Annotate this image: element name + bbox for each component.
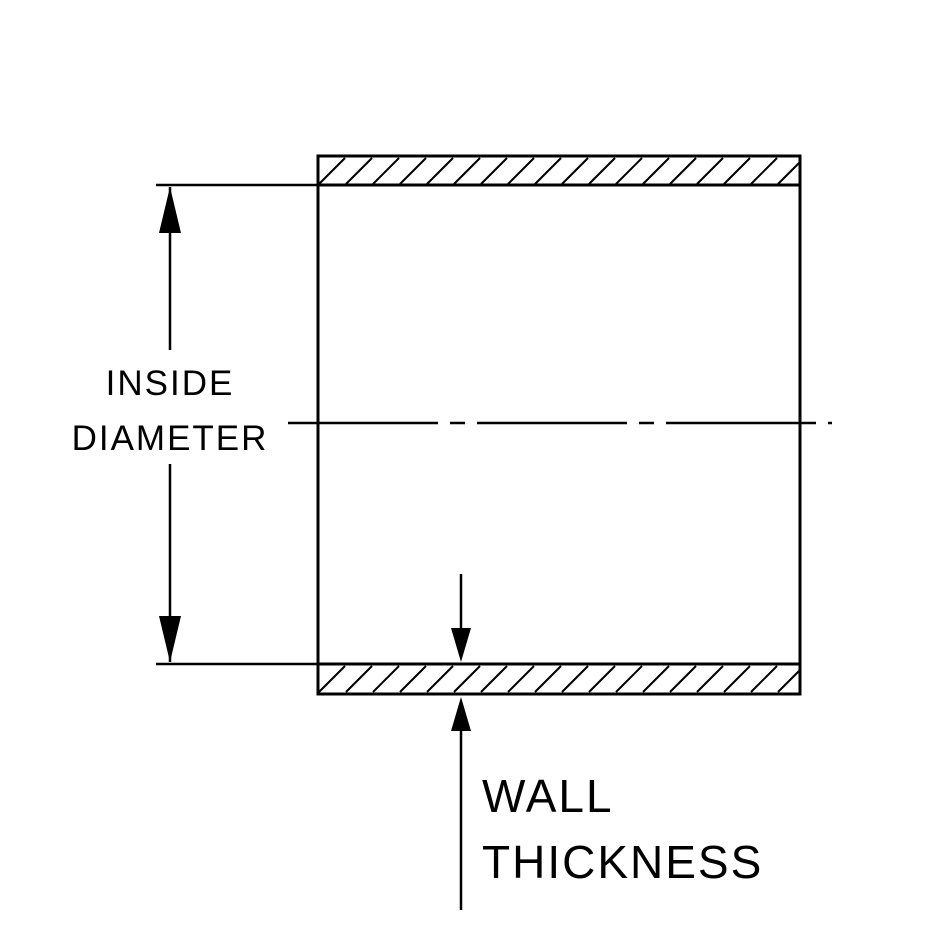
hatch-line — [588, 157, 616, 185]
hatch-line — [453, 157, 481, 185]
hatch-line — [507, 157, 535, 185]
wall-thickness-label-line1: WALL — [482, 770, 614, 822]
wall-thickness-dimension: WALL THICKNESS — [451, 574, 763, 910]
hatch-line — [750, 157, 778, 185]
inside-diameter-dimension: INSIDE DIAMETER — [72, 183, 318, 666]
hatch-line — [318, 157, 346, 185]
inside-diameter-label-line2: DIAMETER — [72, 419, 269, 458]
arrowhead-up-small-icon — [451, 697, 471, 731]
hatch-line — [426, 157, 454, 185]
hatch-line — [453, 665, 481, 693]
hatch-line — [372, 665, 400, 693]
hatch-line — [588, 665, 616, 693]
wall-thickness-label-line2: THICKNESS — [482, 836, 763, 888]
hatch-line — [507, 665, 535, 693]
hatch-line — [777, 162, 800, 185]
hatch-line — [642, 665, 670, 693]
hatch-line — [426, 665, 454, 693]
hatch-line — [561, 665, 589, 693]
hatch-line — [723, 665, 751, 693]
hatch-line — [669, 665, 697, 693]
hatch-line — [669, 157, 697, 185]
hatch-line — [561, 157, 589, 185]
arrowhead-down-icon — [159, 616, 181, 662]
arrowhead-down-small-icon — [451, 628, 471, 662]
arrowhead-up-icon — [159, 187, 181, 233]
hatch-line — [615, 157, 643, 185]
hatch-line — [372, 157, 400, 185]
hatch-line — [696, 665, 724, 693]
hatch-line — [777, 670, 800, 693]
hatch-line — [723, 157, 751, 185]
hatch-line — [399, 665, 427, 693]
inside-diameter-label-line1: INSIDE — [106, 364, 235, 403]
hatch-line — [480, 665, 508, 693]
hatch-line — [642, 157, 670, 185]
hatch-line — [318, 665, 346, 693]
hatch-line — [534, 157, 562, 185]
hatch-line — [480, 157, 508, 185]
top-wall-hatch — [318, 157, 800, 185]
hatch-line — [696, 157, 724, 185]
hatch-line — [399, 157, 427, 185]
hatch-line — [345, 665, 373, 693]
hatch-line — [615, 665, 643, 693]
tube-outline — [316, 154, 802, 696]
hatch-line — [750, 665, 778, 693]
tube-cross-section — [288, 154, 832, 696]
bottom-wall-hatch — [318, 665, 800, 693]
hatch-line — [534, 665, 562, 693]
hatch-line — [345, 157, 373, 185]
